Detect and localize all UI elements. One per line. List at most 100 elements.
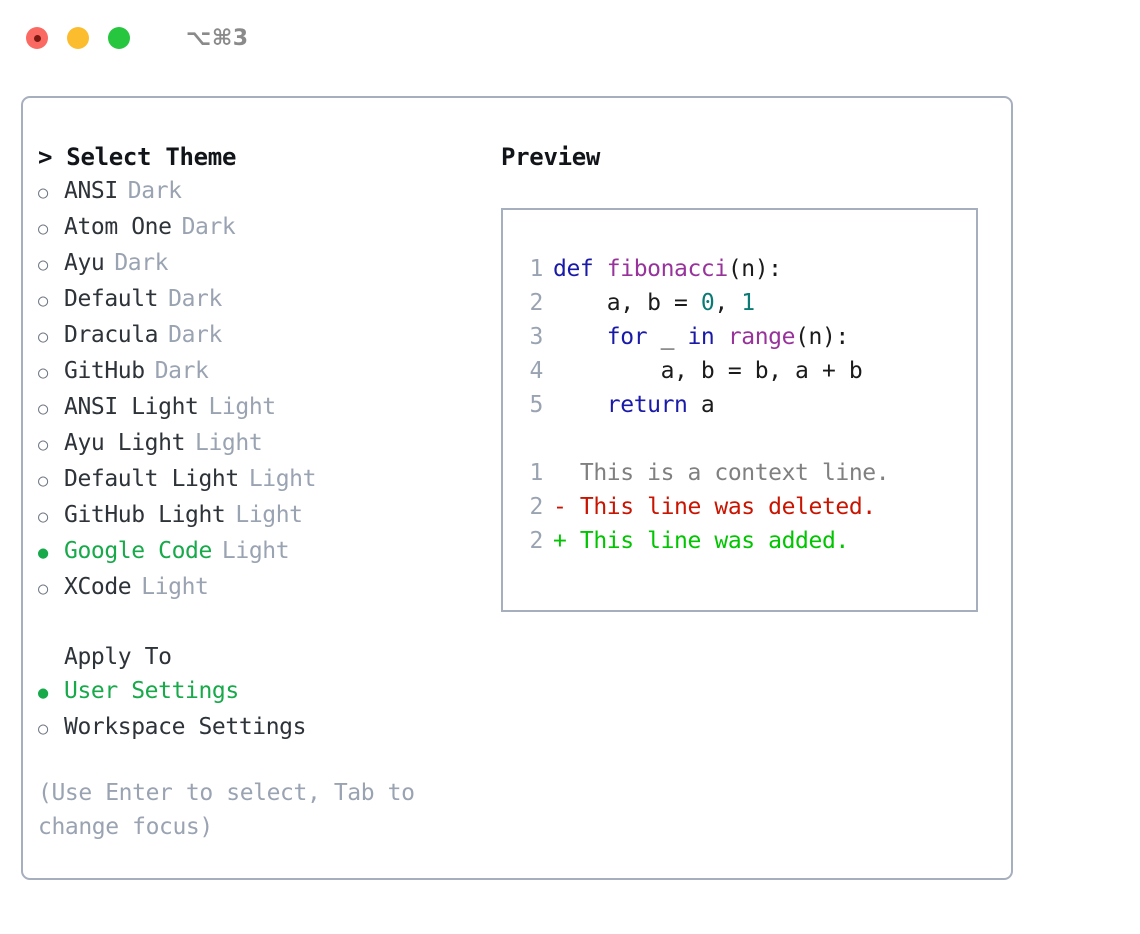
preview-gap	[517, 422, 976, 456]
apply-to-list[interactable]: ● User Settings ○ Workspace Settings	[38, 674, 468, 746]
page-title: > Select Theme	[38, 143, 237, 171]
apply-to-option-label: Workspace Settings	[64, 714, 307, 740]
theme-option-label: Atom One	[64, 214, 172, 240]
theme-option-label: Ayu	[64, 250, 105, 276]
theme-option-category: Dark	[181, 214, 236, 240]
window-controls	[26, 27, 130, 49]
code-line-text: def fibonacci(n):	[553, 252, 782, 286]
line-number: 1	[529, 460, 544, 486]
radio-unselected-icon: ○	[38, 399, 48, 419]
line-number: 3	[529, 324, 544, 350]
code-line: 2 a, b = 0, 1	[517, 286, 976, 320]
code-line: 3 for _ in range(n):	[517, 320, 976, 354]
diff-line-text: This is a context line.	[553, 460, 890, 486]
diff-preview: 1 This is a context line. 2 - This line wa…	[517, 456, 976, 558]
code-token-fn: fibonacci	[606, 256, 728, 282]
line-number: 2	[529, 494, 544, 520]
theme-option-ayu[interactable]: ○ Ayu Dark	[38, 246, 468, 282]
code-token-pln: (n):	[727, 256, 782, 282]
code-line-text: for _ in range(n):	[553, 320, 849, 354]
code-token-pln	[553, 324, 607, 350]
code-token-kw: def	[553, 256, 607, 282]
apply-to-option-workspace-settings[interactable]: ○ Workspace Settings	[38, 710, 468, 746]
radio-unselected-icon: ○	[38, 507, 48, 527]
section-spacer	[38, 606, 468, 640]
diff-line-add: 2 + This line was added.	[517, 524, 976, 558]
theme-option-category: Dark	[114, 250, 169, 276]
radio-unselected-icon: ○	[38, 471, 48, 491]
diff-line-text: + This line was added.	[553, 528, 849, 554]
code-token-pln: (n):	[795, 324, 849, 350]
radio-unselected-icon: ○	[38, 363, 48, 383]
line-number: 1	[529, 256, 544, 282]
keyboard-hint-text: (Use Enter to select, Tab to change focu…	[38, 780, 415, 840]
code-line: 1 def fibonacci(n):	[517, 252, 976, 286]
line-number: 5	[529, 392, 544, 418]
minimize-button[interactable]	[67, 27, 89, 49]
theme-option-category: Dark	[154, 358, 209, 384]
theme-option-label: GitHub Light	[64, 502, 226, 528]
theme-option-github[interactable]: ○ GitHub Dark	[38, 354, 468, 390]
theme-option-category: Dark	[168, 322, 222, 348]
theme-option-label: Default Light	[64, 466, 239, 492]
apply-to-option-user-settings[interactable]: ● User Settings	[38, 674, 468, 710]
close-button[interactable]	[26, 27, 48, 49]
code-line: 4 a, b = b, a + b	[517, 354, 976, 388]
radio-unselected-icon: ○	[38, 579, 48, 599]
line-number: 2	[529, 290, 544, 316]
code-token-pln: a, b = b, a + b	[553, 358, 863, 384]
apply-to-option-label: User Settings	[64, 678, 239, 704]
diff-line-del: 2 - This line was deleted.	[517, 490, 976, 524]
radio-unselected-icon: ○	[38, 183, 48, 203]
radio-unselected-icon: ○	[38, 327, 48, 347]
maximize-button[interactable]	[108, 27, 130, 49]
theme-option-github-light[interactable]: ○ GitHub Light Light	[38, 498, 468, 534]
theme-option-dracula[interactable]: ○ Dracula Dark	[38, 318, 468, 354]
theme-option-label: GitHub	[64, 358, 145, 384]
theme-option-atom-one[interactable]: ○ Atom One Dark	[38, 210, 468, 246]
theme-option-category: Dark	[127, 178, 182, 204]
code-token-pln	[714, 324, 727, 350]
code-token-num: 0	[700, 290, 715, 316]
theme-option-label: ANSI Light	[64, 394, 199, 420]
code-line-text: return a	[553, 388, 715, 422]
code-line-text: a, b = 0, 1	[553, 286, 755, 320]
theme-option-category: Light	[248, 466, 317, 492]
code-line: 5 return a	[517, 388, 976, 422]
theme-option-category: Light	[235, 502, 303, 528]
line-number: 2	[529, 528, 544, 554]
code-token-kw: for	[606, 324, 648, 350]
code-token-pln: _	[647, 324, 688, 350]
code-token-num: 1	[741, 290, 755, 316]
radio-unselected-icon: ○	[38, 219, 48, 239]
radio-unselected-icon: ○	[38, 719, 48, 739]
radio-selected-icon: ●	[38, 683, 48, 703]
code-token-pln: a	[687, 392, 715, 418]
radio-unselected-icon: ○	[38, 291, 48, 311]
theme-option-xcode[interactable]: ○ XCode Light	[38, 570, 468, 606]
code-token-fn: range	[727, 324, 796, 350]
code-token-pln	[553, 392, 607, 418]
radio-unselected-icon: ○	[38, 255, 48, 275]
theme-option-label: Dracula	[64, 322, 159, 348]
line-number: 4	[529, 358, 544, 384]
radio-unselected-icon: ○	[38, 435, 48, 455]
radio-selected-icon: ●	[38, 543, 48, 563]
diff-line-text: - This line was deleted.	[553, 494, 876, 520]
theme-option-default-light[interactable]: ○ Default Light Light	[38, 462, 468, 498]
theme-option-label: Default	[64, 286, 159, 312]
theme-option-category: Light	[141, 574, 209, 600]
theme-option-label: XCode	[64, 574, 132, 600]
code-token-kw: return	[606, 392, 688, 418]
apply-to-heading: Apply To	[64, 644, 172, 670]
